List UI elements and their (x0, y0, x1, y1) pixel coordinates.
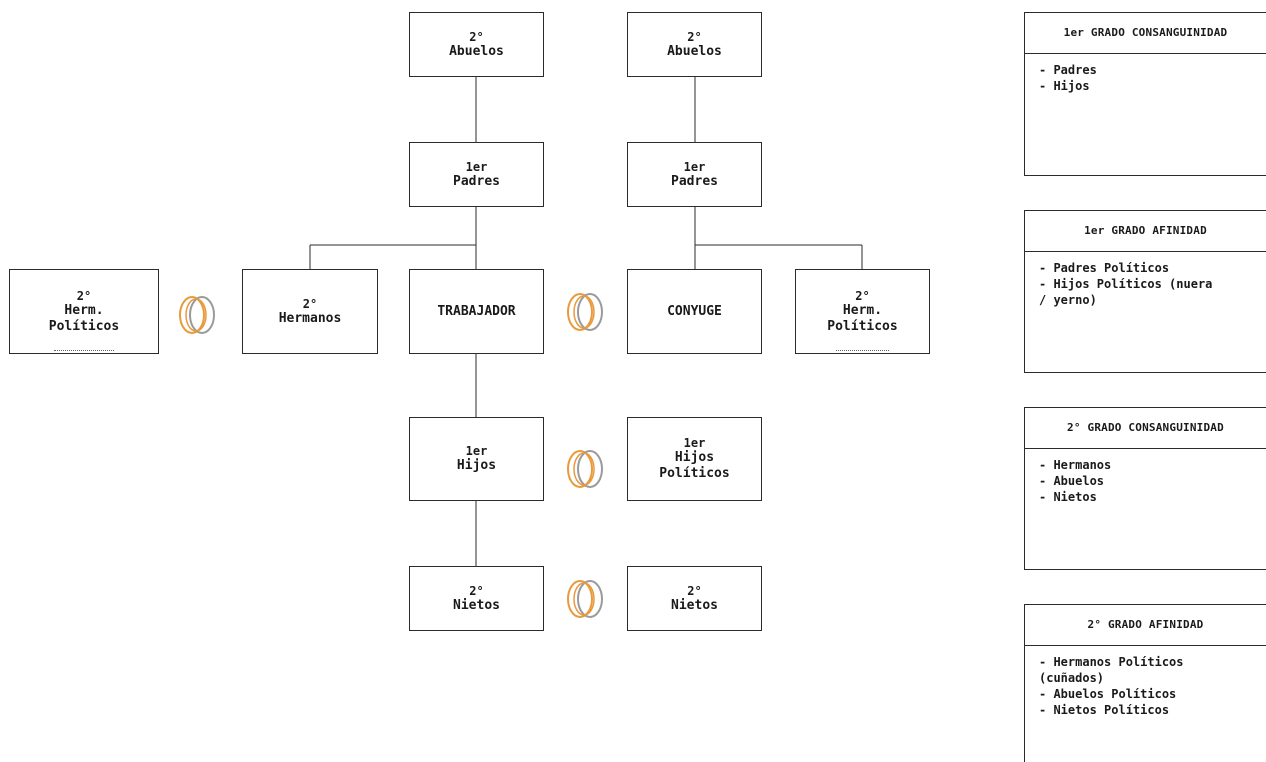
legend-heading: 1er GRADO CONSANGUINIDAD (1025, 13, 1266, 54)
node-abuelos-left: 2° Abuelos (409, 12, 544, 77)
marriage-rings-icon (567, 580, 603, 618)
node-title: Hijos (456, 458, 497, 473)
degree-label: 2° (855, 288, 870, 303)
legend-list: - Padres - Hijos (1025, 54, 1266, 94)
legend-item: - Abuelos Políticos (1039, 687, 1177, 701)
degree-label: 2° (687, 583, 702, 598)
degree-label: 1er (683, 436, 706, 450)
legend-item: - Hijos Políticos (nuera (1039, 277, 1213, 291)
node-title: TRABAJADOR (437, 303, 516, 319)
degree-label: 2° (76, 288, 92, 303)
node-title: Abuelos (449, 43, 504, 59)
legend-item: - Padres (1039, 63, 1097, 77)
legend-list: - Padres Políticos - Hijos Políticos (nu… (1025, 252, 1266, 308)
marriage-rings-icon (179, 296, 215, 334)
node-nietos-left: 2° Nietos (409, 566, 544, 631)
node-padres-left: 1er Padres (409, 142, 544, 207)
degree-label: 1er (465, 159, 488, 174)
node-hermanos: 2° Hermanos (242, 269, 378, 354)
node-title: Nietos (453, 597, 500, 613)
degree-label: 2° (469, 583, 484, 598)
legend-heading: 2° GRADO CONSANGUINIDAD (1025, 408, 1266, 449)
node-title: Padres (453, 173, 500, 189)
cropped-text-fragment (835, 347, 890, 351)
legend-item: / yerno) (1039, 293, 1097, 307)
node-padres-right: 1er Padres (627, 142, 762, 207)
degree-label: 2° (469, 29, 484, 44)
legend-item: - Padres Políticos (1039, 261, 1170, 275)
node-hijos-politicos: 1er Hijos Políticos (627, 417, 762, 501)
legend-item: - Hermanos Políticos (1039, 655, 1184, 669)
node-title-line2: Políticos (827, 318, 898, 334)
legend-heading: 2° GRADO AFINIDAD (1025, 605, 1266, 646)
node-conyuge: CONYUGE (627, 269, 762, 354)
degree-label: 1er (683, 159, 706, 174)
legend-2do-grado-consanguinidad: 2° GRADO CONSANGUINIDAD - Hermanos - Abu… (1024, 407, 1266, 570)
node-title: Hermanos (278, 310, 342, 326)
legend-item: - Nietos (1039, 490, 1097, 504)
legend-heading: 1er GRADO AFINIDAD (1025, 211, 1266, 252)
marriage-rings-icon (567, 293, 603, 331)
legend-item: - Nietos Políticos (1039, 703, 1170, 717)
node-hermanos-politicos-right: 2° Herm. Políticos (795, 269, 930, 354)
node-title-line2: Políticos (659, 466, 730, 481)
node-title: Nietos (671, 597, 718, 613)
legend-2do-grado-afinidad: 2° GRADO AFINIDAD - Hermanos Políticos (… (1024, 604, 1266, 762)
degree-label: 2° (302, 296, 318, 311)
degree-label: 1er (465, 444, 488, 458)
node-title-line1: Hijos (674, 450, 715, 465)
node-trabajador: TRABAJADOR (409, 269, 544, 354)
degree-label: 2° (687, 29, 702, 44)
legend-item: - Hermanos (1039, 458, 1112, 472)
node-nietos-right: 2° Nietos (627, 566, 762, 631)
legend-item: - Hijos (1039, 79, 1090, 93)
node-title: CONYUGE (667, 303, 722, 319)
node-title: Abuelos (667, 43, 722, 59)
cropped-text-fragment (54, 347, 114, 351)
legend-list: - Hermanos - Abuelos - Nietos (1025, 449, 1266, 505)
legend-list: - Hermanos Políticos (cuñados) - Abuelos… (1025, 646, 1266, 718)
node-abuelos-right: 2° Abuelos (627, 12, 762, 77)
legend-item: - Abuelos (1039, 474, 1105, 488)
node-title-line1: Herm. (64, 302, 104, 318)
marriage-rings-icon (567, 450, 603, 488)
node-title-line1: Herm. (842, 302, 883, 318)
legend-item: (cuñados) (1039, 671, 1105, 685)
node-hijos: 1er Hijos (409, 417, 544, 501)
legend-1er-grado-afinidad: 1er GRADO AFINIDAD - Padres Políticos - … (1024, 210, 1266, 373)
node-hermanos-politicos-left: 2° Herm. Políticos (9, 269, 159, 354)
legend-1er-grado-consanguinidad: 1er GRADO CONSANGUINIDAD - Padres - Hijo… (1024, 12, 1266, 176)
node-title: Padres (671, 173, 718, 189)
node-title-line2: Políticos (48, 318, 120, 334)
